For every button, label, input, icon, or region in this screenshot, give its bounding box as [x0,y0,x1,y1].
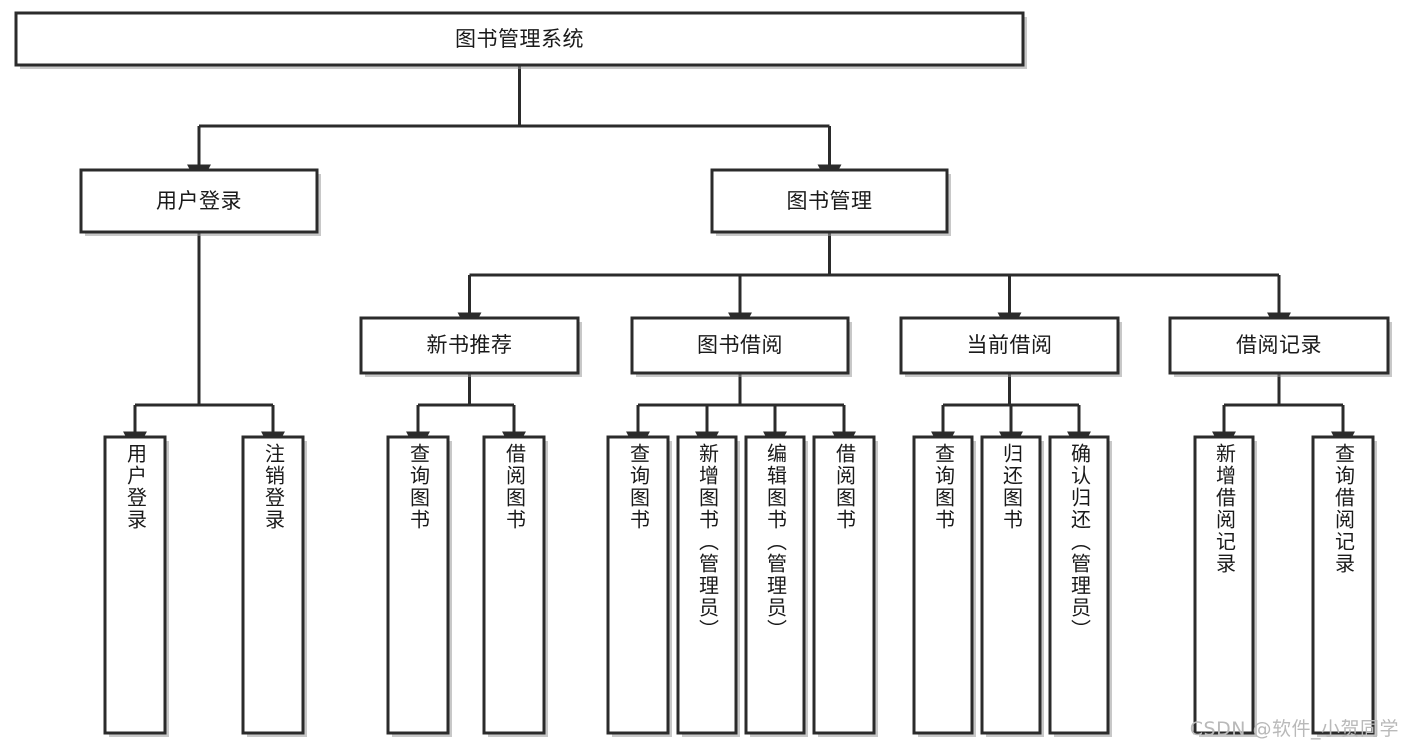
node-leaf_return_book[interactable] [982,437,1040,733]
node-leaf_query_record[interactable] [1313,437,1373,733]
node-book_borrow[interactable] [632,318,848,373]
connector-group-new_book_rec [406,373,526,454]
node-box-book_manage[interactable] [710,168,949,234]
node-box-book_borrow[interactable] [630,316,850,375]
node-box-root[interactable] [14,11,1025,67]
node-book_manage[interactable] [712,170,947,232]
node-box-leaf_query_book_3[interactable] [912,435,974,735]
node-leaf_borrow_book_1[interactable] [484,437,544,733]
node-box-leaf_add_book[interactable] [676,435,738,735]
node-box-leaf_borrow_book_1[interactable] [482,435,546,735]
node-borrow_record[interactable] [1170,318,1388,373]
node-user_login[interactable] [81,170,317,232]
node-leaf_confirm_return[interactable] [1050,437,1108,733]
node-leaf_add_book[interactable] [678,437,736,733]
node-leaf_borrow_book_2[interactable] [814,437,874,733]
node-root[interactable] [16,13,1023,65]
boxes-layer [14,11,1392,737]
connector-group-root [187,65,842,187]
connector-group-user_login [123,232,285,454]
node-leaf_add_record[interactable] [1195,437,1253,733]
node-box-leaf_user_login[interactable] [103,435,167,735]
node-box-borrow_record[interactable] [1168,316,1390,375]
node-box-leaf_borrow_book_2[interactable] [812,435,876,735]
connector-group-book_manage [457,232,1291,335]
node-box-leaf_query_book_2[interactable] [606,435,670,735]
node-box-leaf_query_book_1[interactable] [386,435,450,735]
node-leaf_user_login[interactable] [105,437,165,733]
node-current_borrow[interactable] [901,318,1118,373]
node-leaf_edit_book[interactable] [746,437,804,733]
node-box-leaf_add_record[interactable] [1193,435,1255,735]
node-box-leaf_confirm_return[interactable] [1048,435,1110,735]
connector-group-current_borrow [931,373,1091,454]
node-box-user_login[interactable] [79,168,319,234]
node-box-current_borrow[interactable] [899,316,1120,375]
node-leaf_query_book_2[interactable] [608,437,668,733]
node-box-leaf_logout[interactable] [241,435,305,735]
connector-group-borrow_record [1212,373,1355,454]
node-new_book_rec[interactable] [361,318,578,373]
watermark-text: CSDN @软件_小贺同学 [1189,718,1399,740]
connector-group-book_borrow [626,373,856,454]
edges-layer [123,65,1355,454]
node-leaf_query_book_3[interactable] [914,437,972,733]
node-box-leaf_edit_book[interactable] [744,435,806,735]
node-leaf_logout[interactable] [243,437,303,733]
node-box-new_book_rec[interactable] [359,316,580,375]
node-box-leaf_return_book[interactable] [980,435,1042,735]
node-leaf_query_book_1[interactable] [388,437,448,733]
node-box-leaf_query_record[interactable] [1311,435,1375,735]
